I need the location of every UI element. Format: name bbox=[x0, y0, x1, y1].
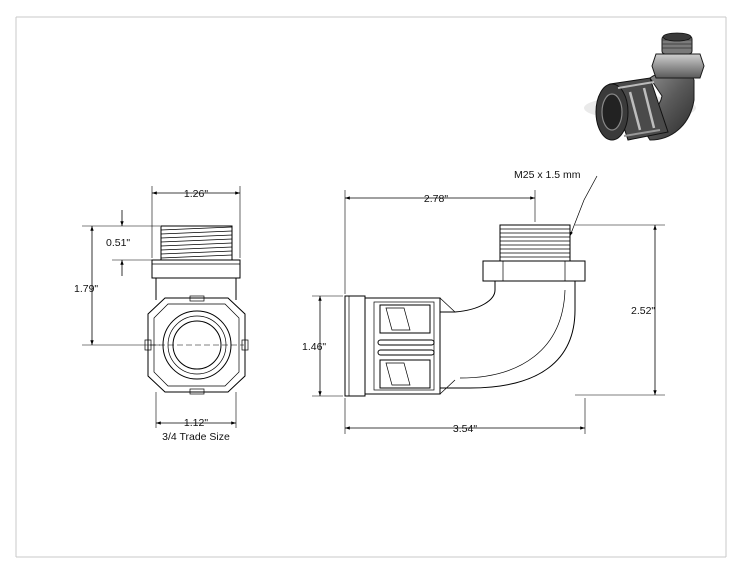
sheet-border bbox=[15, 16, 727, 558]
dim-base-width: 1.12" bbox=[184, 417, 208, 429]
front-view-dimensions: 1.26" 0.51" 1.79" 1.12" 3/4 Trade Size bbox=[74, 186, 241, 443]
side-view bbox=[344, 224, 586, 397]
dim-front-width: 1.26" bbox=[184, 188, 208, 200]
dim-side-height: 2.52" bbox=[631, 305, 655, 317]
dim-body-height: 1.46" bbox=[302, 341, 326, 353]
dim-overall-length: 3.54" bbox=[453, 423, 477, 435]
thread-lines bbox=[160, 226, 233, 259]
front-view bbox=[144, 225, 249, 395]
dim-front-height: 1.79" bbox=[74, 283, 98, 295]
dim-side-top-length: 2.78" bbox=[424, 193, 448, 205]
label-thread-spec: M25 x 1.5 mm bbox=[514, 169, 581, 181]
isometric-render bbox=[584, 32, 705, 141]
side-thread-lines bbox=[500, 228, 570, 258]
label-trade-size: 3/4 Trade Size bbox=[162, 431, 230, 443]
side-view-dimensions: M25 x 1.5 mm 2.78" 2.52" 1.46" 3.54" bbox=[302, 169, 665, 435]
dim-thread-length: 0.51" bbox=[106, 237, 130, 249]
